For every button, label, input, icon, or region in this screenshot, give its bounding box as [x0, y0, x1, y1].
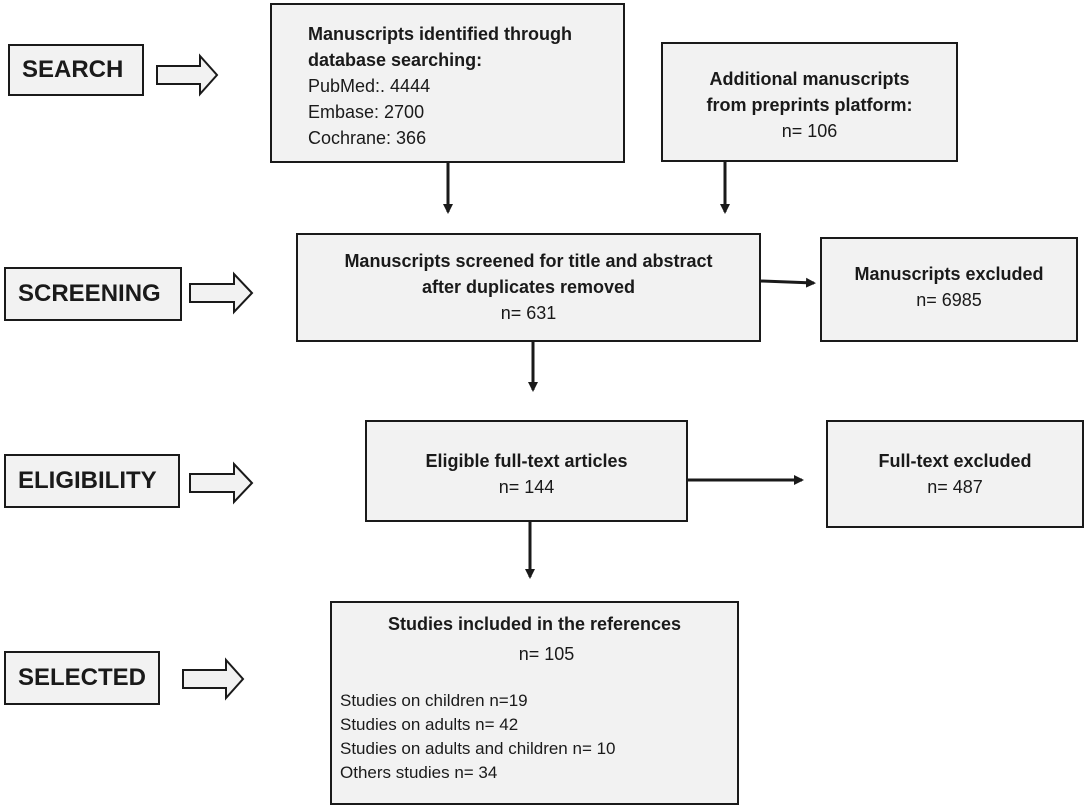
screened-title-line1: Manuscripts screened for title and abstr…	[344, 251, 713, 271]
studies-included-box: Studies included in the references n= 10…	[330, 601, 739, 805]
manuscripts-excluded-count: n= 6985	[916, 290, 982, 310]
cochrane-count: Cochrane: 366	[308, 128, 427, 148]
database-search-title-line2: database searching:	[308, 50, 483, 70]
eligible-title: Eligible full-text articles	[425, 451, 628, 471]
pubmed-count: PubMed:. 4444	[308, 76, 431, 96]
stage-screening: SCREENING	[4, 267, 182, 321]
eligibility-block-arrow-icon	[189, 461, 254, 505]
included-count: n= 105	[518, 644, 575, 664]
stage-search-label: SEARCH	[22, 56, 124, 83]
preprints-count: n= 106	[781, 121, 838, 141]
fulltext-excluded-title: Full-text excluded	[878, 451, 1032, 471]
database-search-title-line1: Manuscripts identified through	[308, 24, 572, 44]
arrow-screened-to-excluded	[760, 277, 816, 288]
stage-screening-label: SCREENING	[18, 280, 161, 307]
included-adults-children: Studies on adults and children n= 10	[340, 739, 616, 758]
stage-selected-label: SELECTED	[18, 664, 147, 691]
stage-eligibility-label: ELIGIBILITY	[18, 467, 157, 494]
preprints-box: Additional manuscripts from preprints pl…	[661, 42, 958, 162]
search-block-arrow-icon	[156, 53, 219, 97]
embase-count: Embase: 2700	[308, 102, 425, 122]
selected-block-arrow-icon	[182, 657, 245, 701]
eligible-box: Eligible full-text articles n= 144	[365, 420, 688, 522]
eligible-count: n= 144	[498, 477, 555, 497]
included-breakdown: Studies on children n=19 Studies on adul…	[340, 689, 737, 785]
included-children: Studies on children n=19	[340, 691, 528, 710]
screened-box: Manuscripts screened for title and abstr…	[296, 233, 761, 342]
database-search-box: Manuscripts identified through database …	[270, 3, 625, 163]
manuscripts-excluded-box: Manuscripts excluded n= 6985	[820, 237, 1078, 342]
fulltext-excluded-box: Full-text excluded n= 487	[826, 420, 1084, 528]
stage-search: SEARCH	[8, 44, 144, 96]
screened-count: n= 631	[500, 303, 557, 323]
stage-eligibility: ELIGIBILITY	[4, 454, 180, 508]
preprints-title-line2: from preprints platform:	[706, 95, 913, 115]
included-adults: Studies on adults n= 42	[340, 715, 519, 734]
screening-block-arrow-icon	[189, 271, 254, 315]
screened-title-line2: after duplicates removed	[421, 277, 636, 297]
preprints-title-line1: Additional manuscripts	[709, 69, 910, 89]
included-title: Studies included in the references	[387, 614, 682, 634]
manuscripts-excluded-title: Manuscripts excluded	[854, 264, 1044, 284]
fulltext-excluded-count: n= 487	[927, 477, 983, 497]
stage-selected: SELECTED	[4, 651, 160, 705]
included-others: Others studies n= 34	[340, 763, 498, 782]
